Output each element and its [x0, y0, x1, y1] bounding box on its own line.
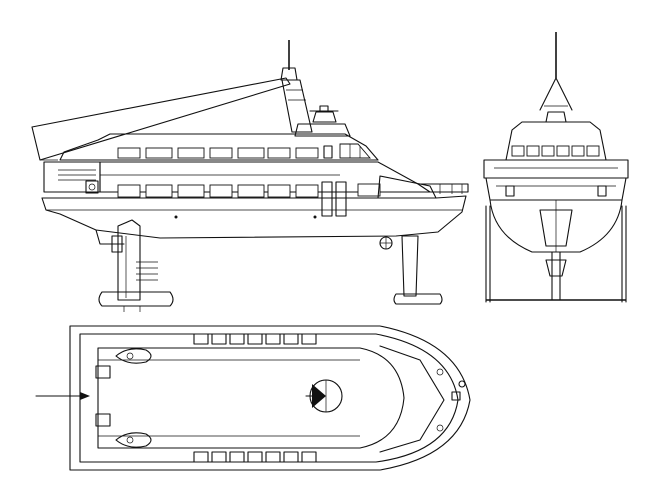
front-elevation-view: [483, 32, 629, 303]
side-elevation-view: [31, 40, 469, 312]
plan-stern-arrow-icon: [35, 365, 111, 427]
side-upper-deck: [59, 133, 379, 161]
plan-cabin-roof: [97, 347, 405, 449]
side-awning: [31, 77, 291, 161]
side-stern-rail: [43, 161, 101, 194]
front-foil-struts: [485, 205, 627, 303]
side-main-cabin: [99, 161, 437, 217]
side-hull: [41, 195, 467, 245]
front-superstructure: [483, 121, 629, 201]
plan-window-blocks-bottom: [193, 451, 317, 463]
plan-window-blocks-top: [193, 333, 317, 345]
side-propeller-icon: [379, 236, 393, 250]
plan-bow-detail: [379, 345, 466, 453]
side-forward-foil-strut: [393, 235, 443, 305]
side-aft-foil-strut: [98, 219, 174, 312]
plan-vents: [115, 348, 152, 448]
plan-view: [35, 325, 471, 471]
front-mast: [539, 32, 573, 123]
side-radar: [294, 105, 351, 137]
plan-mast-emblem-icon: [305, 379, 343, 413]
side-mast: [280, 40, 313, 133]
front-hull: [489, 199, 623, 253]
side-bow-rail: [417, 183, 469, 194]
